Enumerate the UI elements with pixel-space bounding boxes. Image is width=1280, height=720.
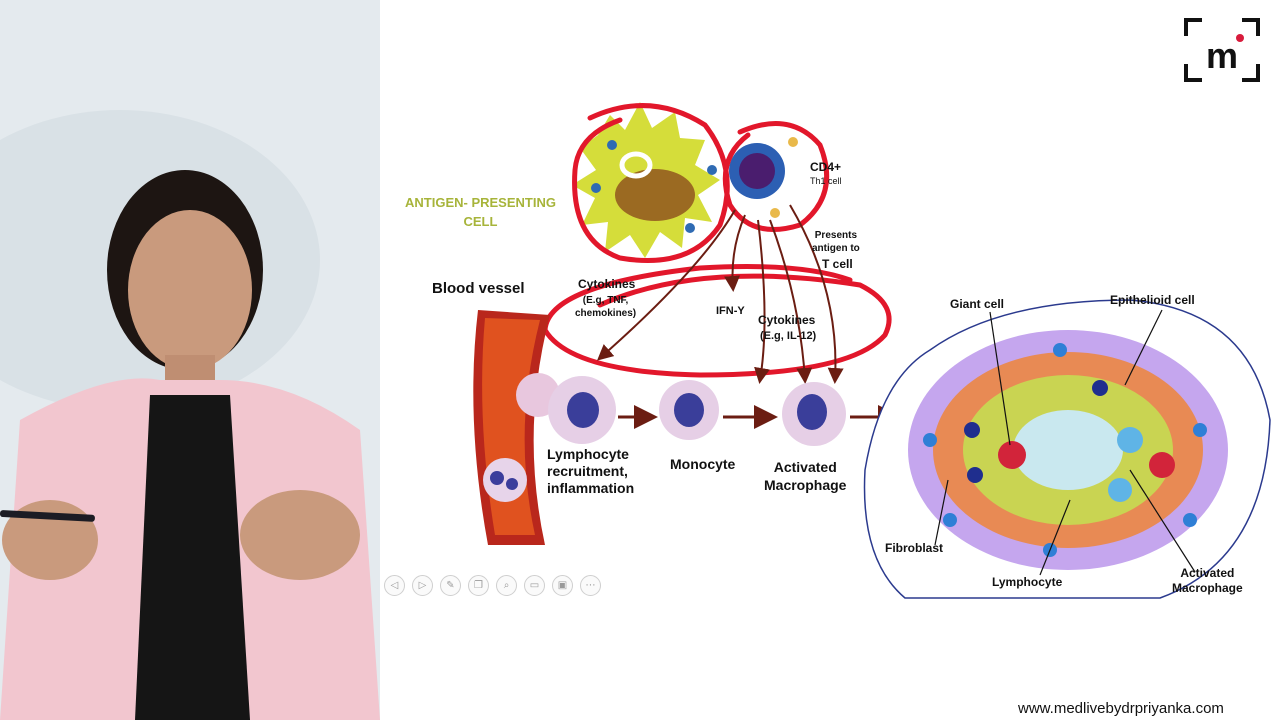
camera-icon[interactable]: ▣ xyxy=(552,575,573,596)
epithelioid-cell-label: Epithelioid cell xyxy=(1110,293,1195,307)
presents-antigen-label: Presents antigen to xyxy=(812,230,860,254)
cytokines-il12-sub: (E.g, IL-12) xyxy=(760,330,817,342)
prev-icon[interactable]: ◁ xyxy=(384,575,405,596)
activated-macrophage-cell xyxy=(782,382,846,446)
cytokines-tnf-sub: (E.g, TNF, chemokines) xyxy=(575,295,637,319)
blood-vessel-label: Blood vessel xyxy=(432,280,525,297)
pen-icon[interactable]: ✎ xyxy=(440,575,461,596)
captions-icon[interactable]: ▭ xyxy=(524,575,545,596)
granuloma-macrophage-label: Activated Macrophage xyxy=(1172,566,1243,595)
more-icon[interactable]: ⋯ xyxy=(580,575,601,596)
activated-macrophage-label: Activated Macrophage xyxy=(764,459,847,493)
monocyte-cell xyxy=(659,380,719,440)
cytokines-il12-label: Cytokines xyxy=(758,313,816,327)
th1-label: Th1 cell xyxy=(810,176,842,186)
slide-toolbar: ◁ ▷ ✎ ❐ ⌕ ▭ ▣ ⋯ xyxy=(384,575,601,596)
cd4-label: CD4+ xyxy=(810,160,842,174)
monocyte-label: Monocyte xyxy=(670,456,736,472)
cytokines-tnf-label: Cytokines xyxy=(578,277,636,291)
logo-letter: m xyxy=(1206,35,1238,76)
fibroblast-label: Fibroblast xyxy=(885,541,944,555)
t-cell-label: T cell xyxy=(822,257,853,271)
next-icon[interactable]: ▷ xyxy=(412,575,433,596)
presenter-figure xyxy=(0,0,380,720)
lymphocyte-cell xyxy=(548,376,616,444)
copy-icon[interactable]: ❐ xyxy=(468,575,489,596)
antigen-presenting-cell-label: ANTIGEN- PRESENTING CELL xyxy=(405,195,556,229)
lymphocyte-recruitment-label: Lymphocyte recruitment, inflammation xyxy=(547,446,635,496)
cd4-t-cell xyxy=(729,137,798,218)
giant-cell-label: Giant cell xyxy=(950,297,1005,311)
antigen-presenting-cell xyxy=(572,102,720,258)
zoom-icon[interactable]: ⌕ xyxy=(496,575,517,596)
lymphocyte-label: Lymphocyte xyxy=(992,575,1063,589)
website-url: www.medlivebydrpriyanka.com xyxy=(1018,700,1224,717)
granuloma-pointers xyxy=(934,309,1196,576)
ifn-label: IFN-Y xyxy=(716,305,745,317)
cytokine-arrows xyxy=(596,204,844,384)
brand-logo: m xyxy=(1184,18,1260,82)
blood-vessel xyxy=(473,310,560,545)
presenter-video xyxy=(0,0,380,720)
granuloma xyxy=(863,299,1271,599)
